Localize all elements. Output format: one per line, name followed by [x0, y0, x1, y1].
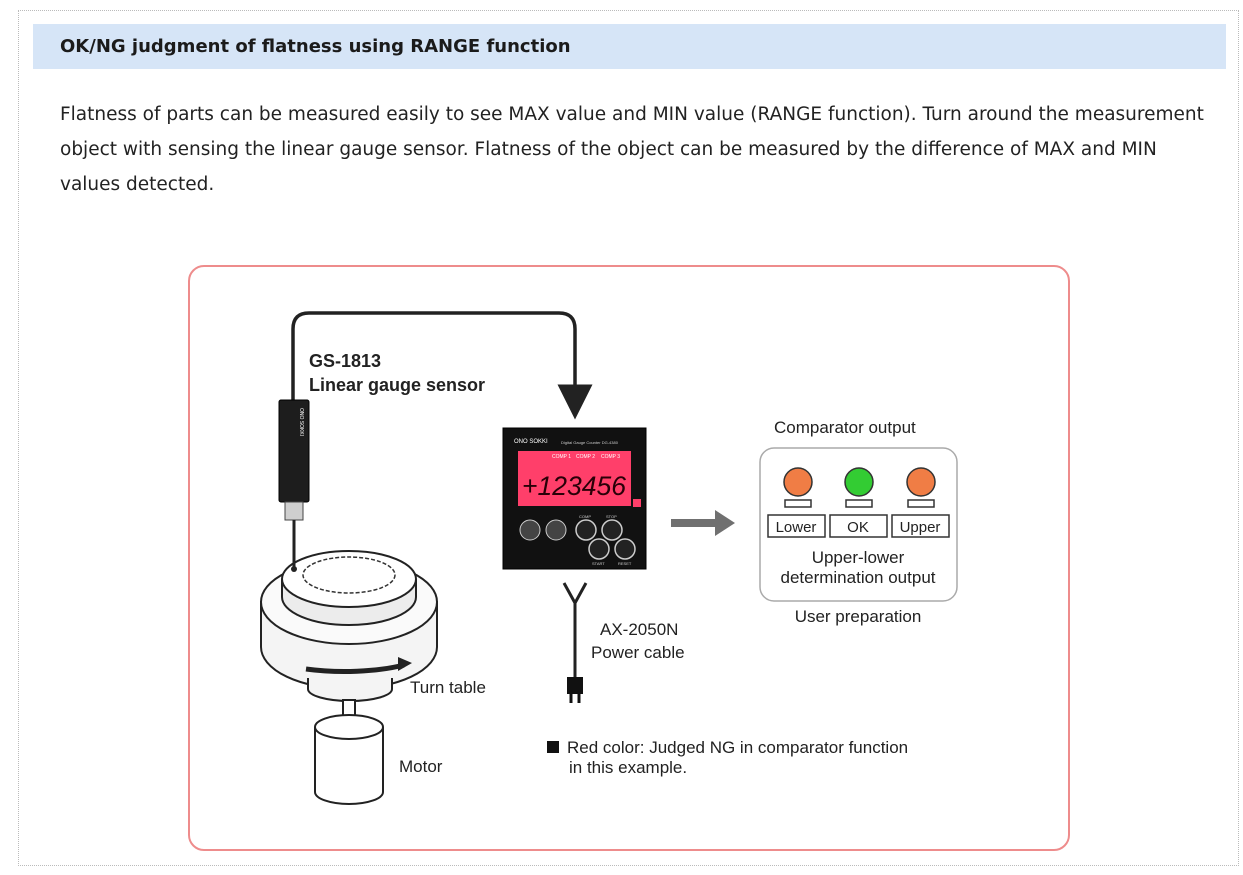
display-segment-2: COMP 2	[576, 454, 595, 460]
lamp-lower	[783, 467, 813, 508]
counter-title-label: Digital Gauge Counter DG-4380	[561, 440, 619, 445]
motor-label: Motor	[399, 757, 443, 776]
turn-table-label: Turn table	[410, 678, 486, 697]
output-label-line1: Upper-lower	[812, 548, 905, 567]
digital-gauge-counter	[502, 427, 647, 570]
counter-key-reset-label: RESET	[618, 561, 632, 566]
comparator-title: Comparator output	[774, 418, 916, 437]
output-label-line2: determination output	[781, 568, 936, 587]
cable-name-label: Power cable	[591, 643, 685, 662]
system-diagram: GS-1813 Linear gauge sensor Turn table M…	[188, 265, 1070, 851]
output-arrow	[671, 510, 735, 536]
note-line-2: in this example.	[569, 758, 687, 777]
section-title: OK/NG judgment of flatness using RANGE f…	[60, 36, 571, 57]
sensor-brand-label: ONO SOKKI	[298, 408, 304, 436]
lamp-label-ok: OK	[847, 519, 869, 536]
display-reading: +123456	[522, 471, 627, 501]
lamp-label-upper: Upper	[900, 519, 941, 536]
paragraph-line-2: object with sensing the linear gauge sen…	[60, 139, 1157, 160]
sensor-model-label: GS-1813	[309, 351, 381, 371]
linear-gauge-sensor	[278, 399, 310, 572]
cable-model-label: AX-2050N	[600, 620, 678, 639]
display-segment-1: COMP 1	[552, 454, 571, 460]
lamp-ok	[844, 467, 874, 508]
note-square-icon	[547, 741, 559, 753]
counter-key-start-label: START	[592, 561, 605, 566]
description-paragraph: Flatness of parts can be measured easily…	[60, 97, 1204, 202]
note-line-1: Red color: Judged NG in comparator funct…	[567, 738, 908, 757]
section-heading: OK/NG judgment of flatness using RANGE f…	[33, 24, 1226, 69]
content-frame	[18, 10, 1239, 866]
sensor-name-label: Linear gauge sensor	[309, 375, 485, 395]
counter-key-stop-label: STOP	[606, 514, 617, 519]
user-preparation-label: User preparation	[795, 607, 922, 626]
power-cable	[562, 582, 588, 703]
motor	[314, 699, 384, 805]
counter-brand-label: ONO SOKKI	[514, 439, 548, 445]
lamp-label-lower: Lower	[776, 519, 817, 536]
sensor-cable	[291, 311, 593, 420]
counter-key-comp-label: COMP	[579, 514, 591, 519]
paragraph-line-3: values detected.	[60, 174, 215, 195]
paragraph-line-1: Flatness of parts can be measured easily…	[60, 104, 1204, 125]
display-segment-3: COMP 3	[601, 454, 620, 460]
turn-table	[260, 550, 438, 702]
lamp-upper	[906, 467, 936, 508]
